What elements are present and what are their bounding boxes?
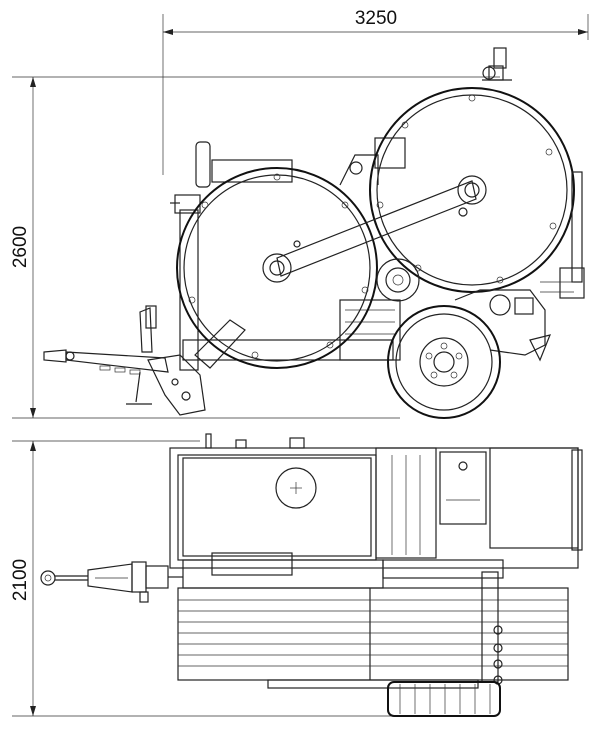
dimension-length-label: 3250 (355, 8, 397, 29)
top-drum-slats (177, 587, 569, 689)
dimension-side-height-label: 2600 (10, 226, 31, 268)
top-drawbar (40, 561, 183, 603)
center-gear (376, 258, 420, 302)
top-side-posts (481, 571, 503, 685)
rear-drum (369, 87, 575, 293)
swing-arm (276, 180, 477, 277)
side-wheel (387, 305, 501, 419)
engine-housing (195, 137, 406, 188)
top-view (40, 433, 583, 717)
dimension-top-width-label: 2100 (10, 559, 31, 601)
dimension-side-height: 2600 (10, 76, 500, 419)
top-control-panel (375, 447, 583, 559)
top-cylinder (182, 552, 504, 589)
dimension-length: 3250 (162, 8, 589, 175)
top-wheel (387, 681, 501, 717)
side-drawbar (43, 305, 246, 416)
side-view (43, 47, 585, 419)
front-drum (176, 167, 378, 369)
dimension-top-width: 2100 (10, 440, 400, 717)
hydraulic-unit (454, 289, 551, 362)
rear-guide-mechanism (482, 47, 585, 299)
